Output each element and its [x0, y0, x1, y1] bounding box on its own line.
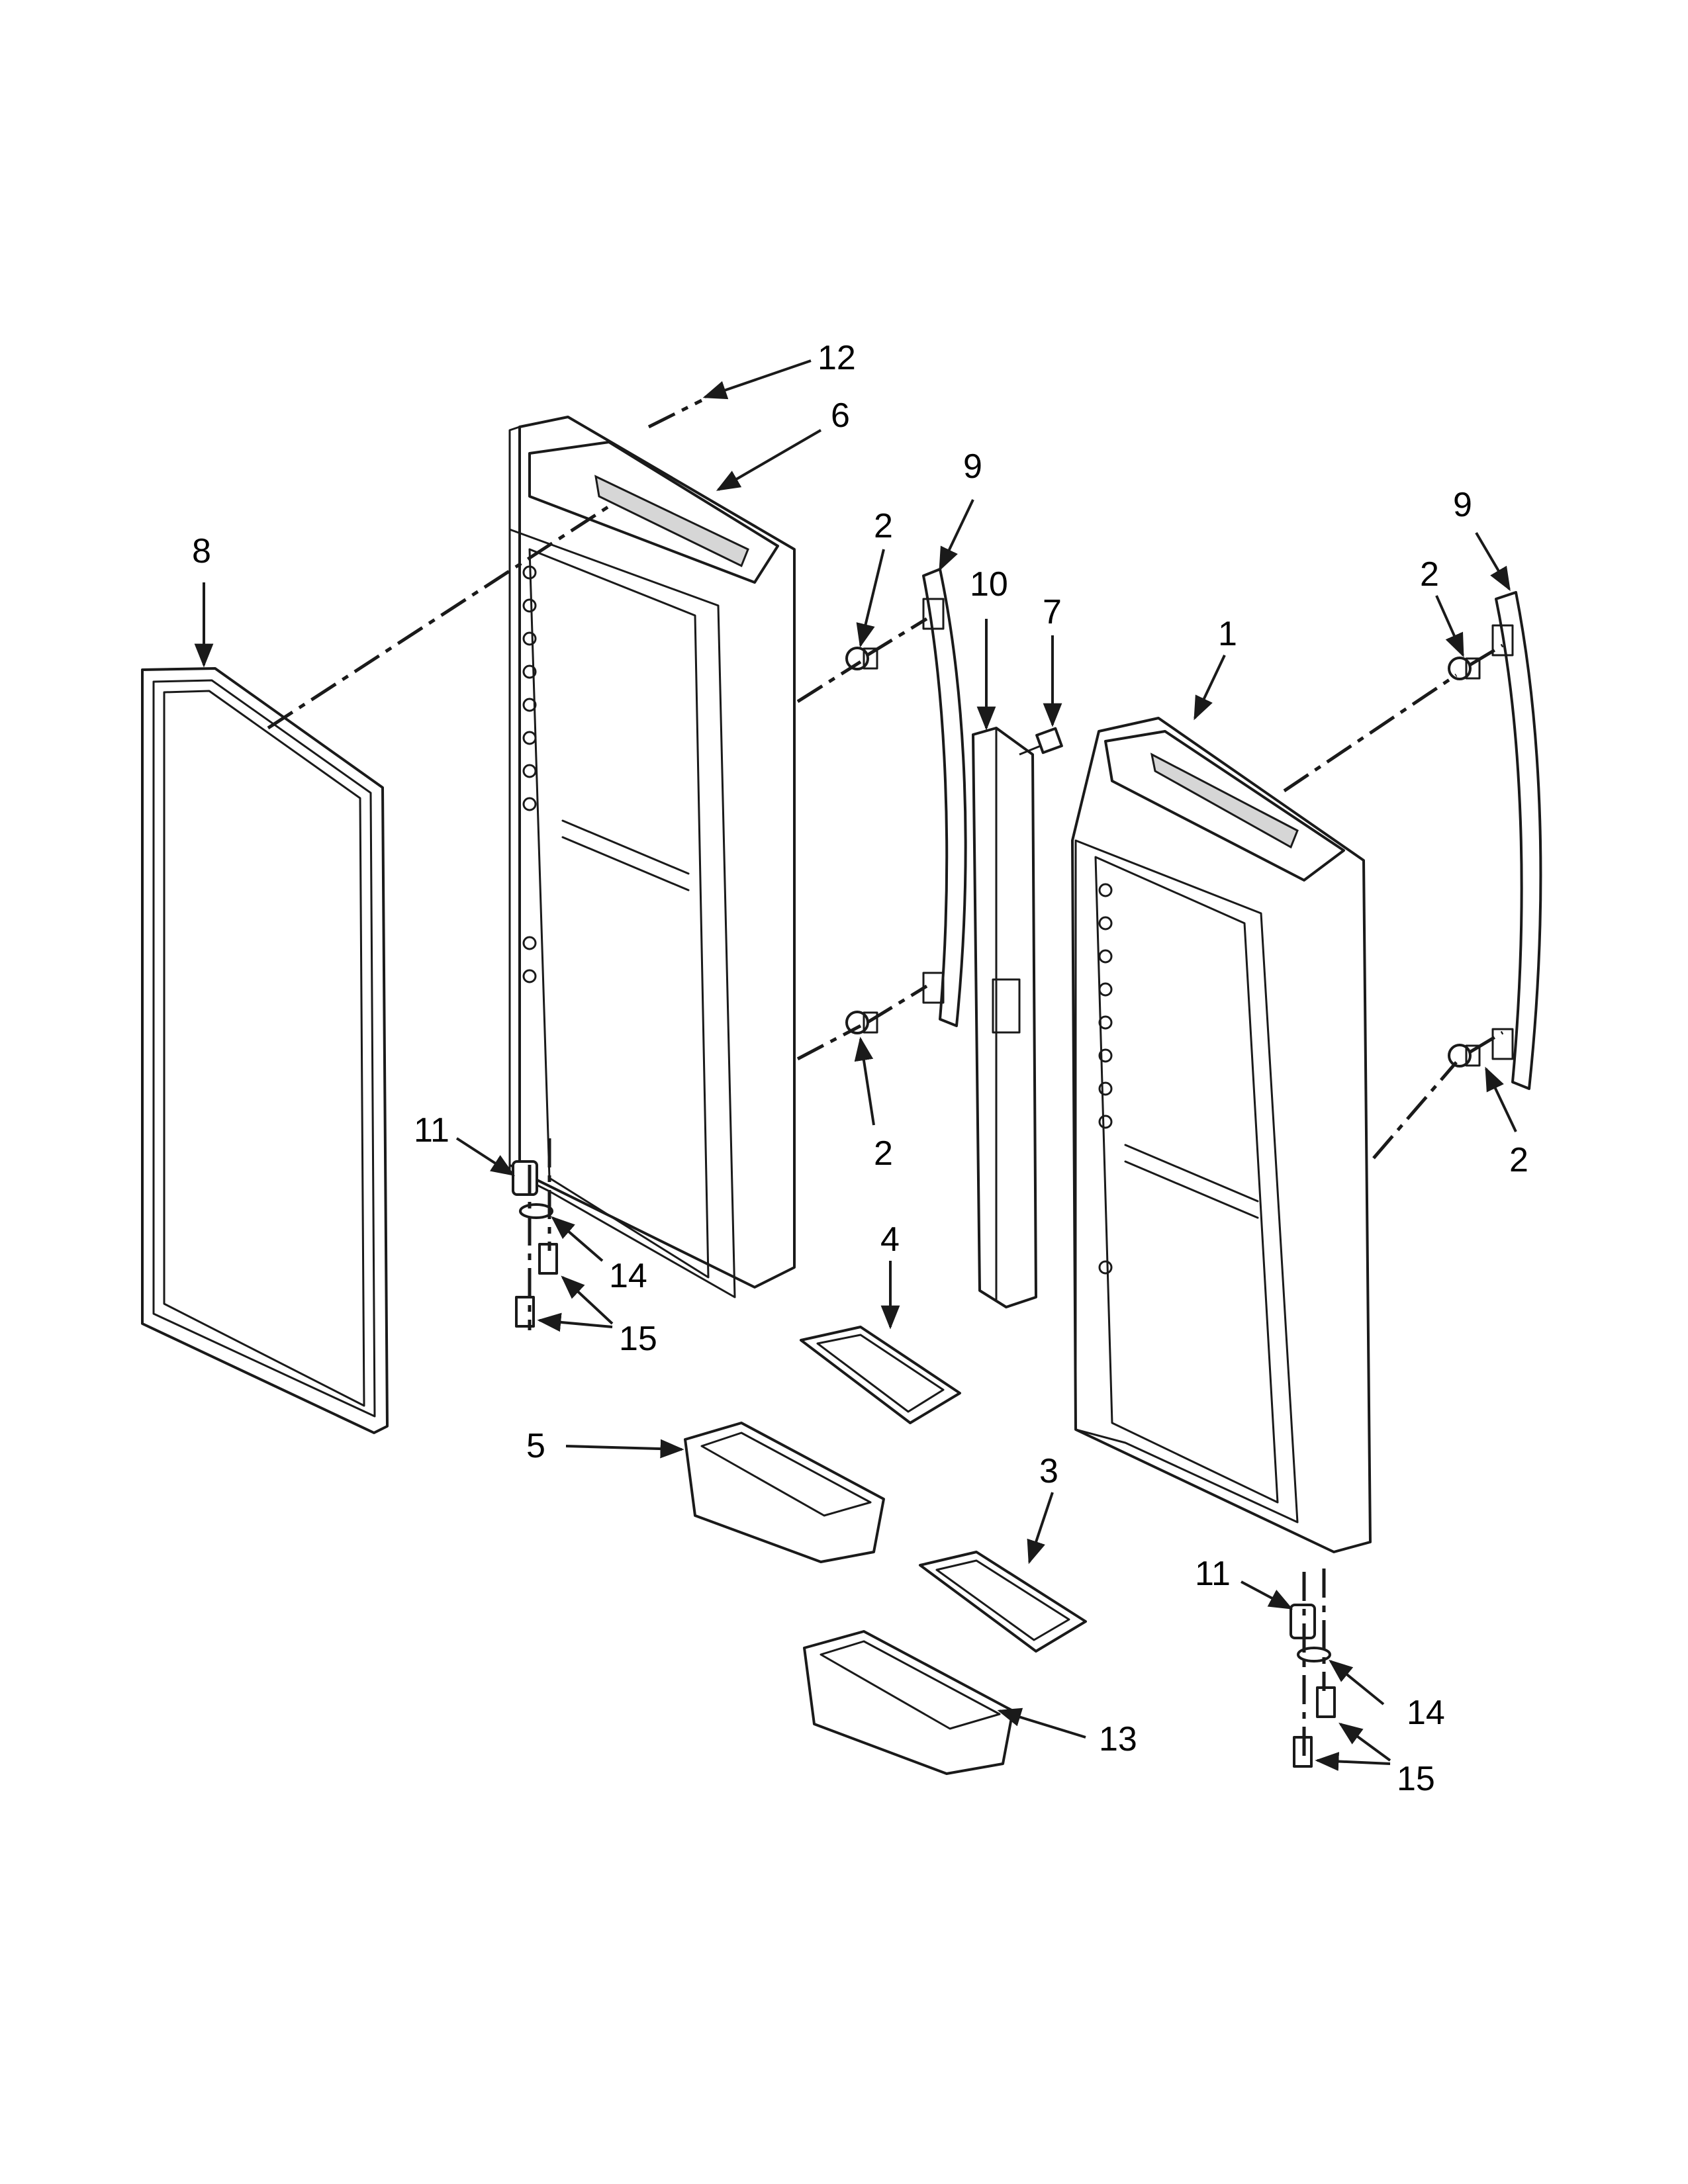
handle-stud-upper-right	[1448, 657, 1481, 680]
callout-7: 7	[1043, 593, 1062, 631]
callout-2-upper-left: 2	[874, 507, 893, 545]
right-door-handle	[1491, 591, 1542, 1090]
callout-14-left: 14	[609, 1257, 647, 1295]
screw-part-7	[1019, 727, 1063, 756]
door-gasket	[141, 667, 389, 1434]
alignment-lines	[267, 398, 1504, 1760]
callout-15-right: 15	[1397, 1760, 1435, 1798]
handle-stud-lower-left	[845, 1011, 878, 1034]
callout-2-upper-right: 2	[1420, 555, 1439, 594]
callout-14-right: 14	[1407, 1694, 1445, 1732]
left-door-liner	[508, 416, 796, 1298]
callout-labels: 12 6 8 9 2 10 7 9 2 1 2 2 11 14 15 4 5 3…	[192, 339, 1528, 1798]
bin-cover-part-4	[800, 1326, 961, 1424]
callout-2-lower-right: 2	[1509, 1141, 1528, 1179]
left-door-shelf-pegs	[522, 565, 537, 983]
mullion-flipper-bar	[972, 727, 1037, 1308]
callout-9-right: 9	[1453, 486, 1472, 524]
callout-10: 10	[970, 565, 1008, 604]
right-door-shelf-pegs	[1098, 883, 1113, 1275]
callout-8: 8	[192, 532, 211, 570]
callout-11-left: 11	[414, 1111, 449, 1150]
door-bin-part-5	[684, 1422, 885, 1563]
callout-5: 5	[526, 1427, 545, 1465]
callout-6: 6	[831, 396, 850, 435]
handle-stud-lower-right	[1448, 1044, 1481, 1068]
callout-15-left: 15	[619, 1320, 657, 1358]
callout-2-lower-left: 2	[874, 1134, 893, 1173]
left-door-handle	[922, 568, 967, 1027]
right-door-liner	[1071, 717, 1372, 1553]
callout-11-right: 11	[1195, 1555, 1231, 1593]
callout-12: 12	[818, 339, 856, 377]
callout-4: 4	[880, 1220, 900, 1259]
right-hinge-hardware	[1289, 1604, 1336, 1768]
bin-cover-part-3	[919, 1551, 1087, 1653]
callout-3: 3	[1039, 1452, 1058, 1490]
door-bin-part-13	[803, 1630, 1014, 1775]
callout-13: 13	[1099, 1720, 1137, 1758]
leader-arrows	[194, 359, 1517, 1771]
handle-stud-upper-left	[845, 647, 878, 670]
callout-9-left: 9	[963, 447, 982, 486]
callout-1: 1	[1218, 615, 1237, 653]
